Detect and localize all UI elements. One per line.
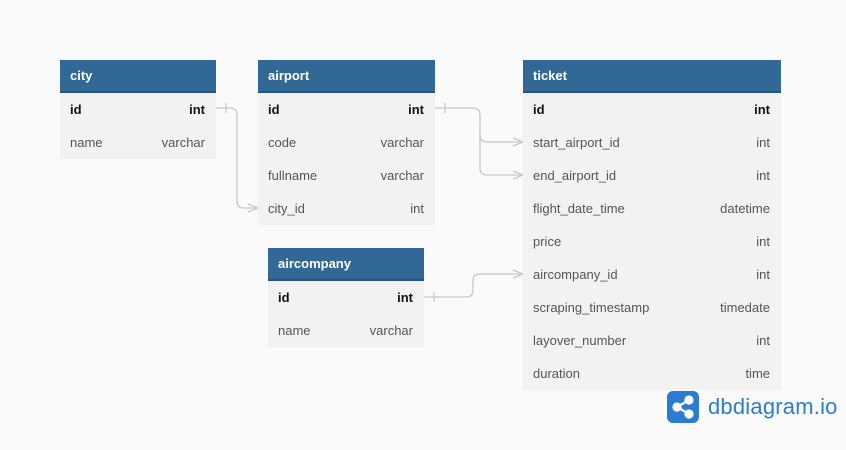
field-row[interactable]: id int [523,93,781,126]
field-row[interactable]: duration time [523,357,781,390]
field-row[interactable]: start_airport_id int [523,126,781,159]
field-row[interactable]: end_airport_id int [523,159,781,192]
many-marker [512,137,525,147]
field-name: scraping_timestamp [533,300,650,315]
field-type: int [756,333,770,348]
field-type: varchar [380,168,424,183]
table-city[interactable]: city id int name varchar [60,60,216,159]
table-header[interactable]: aircompany [268,248,424,281]
field-type: datetime [720,201,770,216]
field-row[interactable]: scraping_timestamp timedate [523,291,781,324]
field-name: duration [533,366,580,381]
field-type: varchar [380,135,424,150]
field-row[interactable]: id int [268,281,424,314]
table-ticket[interactable]: ticket id int start_airport_id int end_a… [523,60,781,390]
field-name: city_id [268,201,305,216]
table-airport[interactable]: airport id int code varchar fullname var… [258,60,435,225]
relation-airport-ticket-start [435,107,523,143]
field-name: end_airport_id [533,168,617,183]
relation-aircompany-ticket [424,273,523,298]
table-header[interactable]: city [60,60,216,93]
field-type: int [189,102,205,117]
many-marker [512,269,525,279]
field-row[interactable]: id int [258,93,435,126]
field-row[interactable]: code varchar [258,126,435,159]
table-header[interactable]: airport [258,60,435,93]
field-name: id [268,102,280,117]
field-name: id [278,290,290,305]
relation-city-airport [216,107,258,209]
field-name: id [70,102,82,117]
field-row[interactable]: name varchar [268,314,424,347]
field-name: aircompany_id [533,267,618,282]
field-row[interactable]: fullname varchar [258,159,435,192]
field-type: int [756,267,770,282]
field-type: int [754,102,770,117]
field-row[interactable]: flight_date_time datetime [523,192,781,225]
field-name: id [533,102,545,117]
field-type: varchar [369,323,413,338]
field-type: varchar [161,135,205,150]
many-marker [512,170,525,180]
field-type: int [408,102,424,117]
many-marker [247,203,260,213]
field-name: code [268,135,297,150]
field-name: name [70,135,103,150]
field-type: time [745,366,770,381]
field-row[interactable]: name varchar [60,126,216,159]
field-row[interactable]: id int [60,93,216,126]
field-row[interactable]: city_id int [258,192,435,225]
relation-airport-ticket-end [479,135,523,176]
field-type: int [756,168,770,183]
field-type: int [756,234,770,249]
brand-logo[interactable]: dbdiagram.io [667,391,838,423]
share-nodes-icon [667,391,699,423]
brand-name: dbdiagram.io [708,394,838,419]
field-name: layover_number [533,333,627,348]
field-type: int [397,290,413,305]
field-type: timedate [720,300,770,315]
field-name: flight_date_time [533,201,625,216]
field-type: int [410,201,424,216]
field-name: start_airport_id [533,135,620,150]
field-row[interactable]: price int [523,225,781,258]
field-name: price [533,234,562,249]
field-name: fullname [268,168,318,183]
table-header[interactable]: ticket [523,60,781,93]
field-type: int [756,135,770,150]
field-row[interactable]: layover_number int [523,324,781,357]
field-row[interactable]: aircompany_id int [523,258,781,291]
field-name: name [278,323,311,338]
table-aircompany[interactable]: aircompany id int name varchar [268,248,424,347]
